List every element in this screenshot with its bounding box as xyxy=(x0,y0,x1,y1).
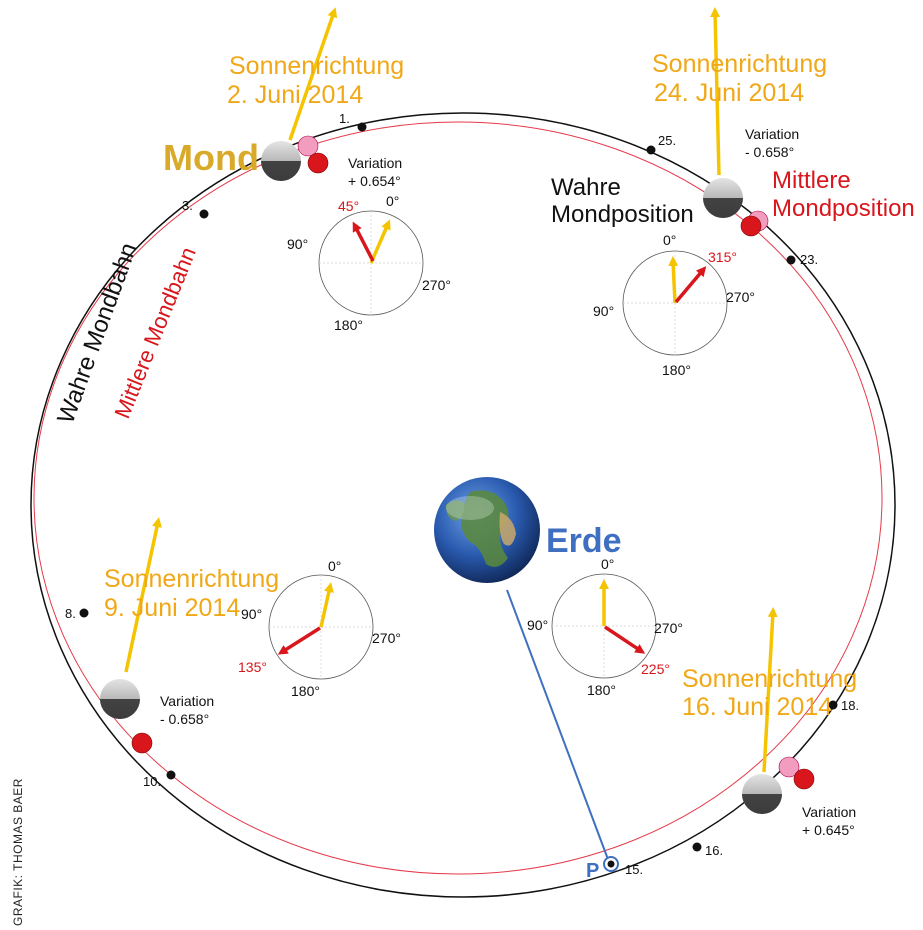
variation-value: - 0.658° xyxy=(745,144,794,160)
sun-direction-date: 2. Juni 2014 xyxy=(227,81,363,109)
dial-label-0: 0° xyxy=(663,232,676,248)
mean-orbit xyxy=(33,121,883,875)
dial-label-180: 180° xyxy=(587,682,616,698)
sun-direction-date: 24. Juni 2014 xyxy=(654,79,804,107)
dial-label-0: 0° xyxy=(601,556,614,572)
dial-label-angle: 225° xyxy=(641,661,670,677)
dial-label-270: 270° xyxy=(422,277,451,293)
day-marker xyxy=(79,608,89,618)
variation-value: + 0.645° xyxy=(802,822,855,838)
day-label: 10. xyxy=(143,774,161,789)
day-marker xyxy=(199,209,209,219)
sun-direction-title: Sonnenrichtung xyxy=(682,665,857,693)
sun-direction-date: 16. Juni 2014 xyxy=(682,693,832,721)
variation-label: Variation xyxy=(160,693,214,709)
day-label: 1. xyxy=(339,111,350,126)
dial-label-270: 270° xyxy=(726,289,755,305)
dial-label-90: 90° xyxy=(241,606,262,622)
dial-label-90: 90° xyxy=(287,236,308,252)
dial-label-90: 90° xyxy=(527,617,548,633)
dial-top-right: 0° 315° 90° 270° 180° xyxy=(593,232,755,378)
dial-label-0: 0° xyxy=(386,193,399,209)
moon-label: Mond xyxy=(163,137,259,178)
dial-label-270: 270° xyxy=(372,630,401,646)
day-label: 25. xyxy=(658,133,676,148)
moon xyxy=(703,178,743,218)
day-marker xyxy=(828,700,838,710)
mean-moon-light xyxy=(778,756,800,778)
true-position-label-1: Wahre xyxy=(551,174,621,201)
day-marker xyxy=(692,842,702,852)
day-marker xyxy=(166,770,176,780)
sun-direction-arrow xyxy=(288,7,338,141)
dial-label-angle: 315° xyxy=(708,249,737,265)
dial-label-180: 180° xyxy=(291,683,320,699)
point-p-label: P xyxy=(586,860,599,882)
mean-position-label-2: Mondposition xyxy=(772,195,915,222)
credit-text: GRAFIK: THOMAS BAER xyxy=(11,778,25,926)
day-markers: 1. 25. 3. 23. 8. 18. 10. 16. xyxy=(65,111,859,858)
variation-value: - 0.658° xyxy=(160,711,209,727)
variation-label: Variation xyxy=(745,126,799,142)
dial-bottom-right: 0° 90° 270° 225° 180° xyxy=(527,556,683,698)
variation-label: Variation xyxy=(348,155,402,171)
sun-direction-title: Sonnenrichtung xyxy=(104,565,279,593)
mean-moon-position xyxy=(131,732,153,754)
moon xyxy=(261,141,301,181)
dial-top-left: 0° 45° 90° 270° 180° xyxy=(287,193,451,333)
dial-label-angle: 45° xyxy=(338,198,359,214)
dial-bottom-left: 0° 90° 270° 135° 180° xyxy=(238,558,401,699)
earth xyxy=(434,477,540,583)
sun-direction-arrow xyxy=(710,7,721,176)
day-label: 15. xyxy=(625,862,643,877)
day-label: 16. xyxy=(705,843,723,858)
mean-moon-position xyxy=(307,152,329,174)
variation-value: + 0.654° xyxy=(348,173,401,189)
sun-direction-arrow xyxy=(762,607,778,773)
dial-label-90: 90° xyxy=(593,303,614,319)
earth-to-p-line xyxy=(506,589,610,863)
day-marker xyxy=(646,145,656,155)
mean-moon-light xyxy=(297,135,319,157)
sun-direction-title: Sonnenrichtung xyxy=(229,52,404,80)
mean-moon-position xyxy=(793,768,815,790)
true-orbit xyxy=(30,112,896,898)
day-label: 23. xyxy=(800,252,818,267)
dial-label-0: 0° xyxy=(328,558,341,574)
moon xyxy=(100,679,140,719)
mean-position-label-1: Mittlere xyxy=(772,167,851,194)
earth-label: Erde xyxy=(546,522,622,560)
point-p-dot xyxy=(607,860,615,868)
true-position-label-2: Mondposition xyxy=(551,201,694,228)
dial-label-180: 180° xyxy=(334,317,363,333)
sun-direction-arrow xyxy=(124,517,162,673)
dial-label-180: 180° xyxy=(662,362,691,378)
mean-moon-position xyxy=(740,215,762,237)
day-label: 18. xyxy=(841,698,859,713)
sun-direction-title: Sonnenrichtung xyxy=(652,50,827,78)
moon xyxy=(742,774,782,814)
sun-direction-date: 9. Juni 2014 xyxy=(104,594,240,622)
dial-label-270: 270° xyxy=(654,620,683,636)
day-label: 8. xyxy=(65,606,76,621)
variation-label: Variation xyxy=(802,804,856,820)
day-marker xyxy=(786,255,796,265)
day-label: 3. xyxy=(182,198,193,213)
dial-label-angle: 135° xyxy=(238,659,267,675)
day-marker xyxy=(357,122,367,132)
